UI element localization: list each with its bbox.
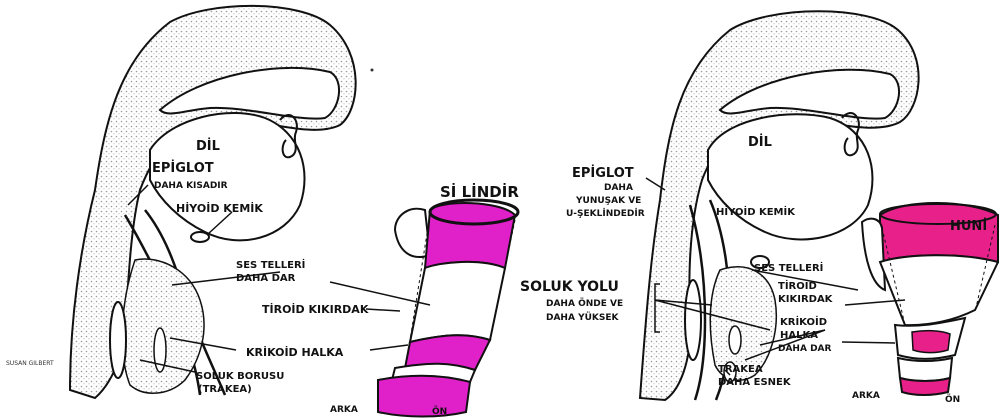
right-label-soluk: SOLUK YOLU bbox=[520, 279, 619, 295]
right-label-soluk-note-2: DAHA YÜKSEK bbox=[546, 312, 619, 323]
right-label-krikoid-1: KRİKOİD bbox=[780, 314, 827, 328]
left-label-epiglot-note: DAHA KISADIR bbox=[154, 181, 228, 191]
right-label-krikoid-2: HALKA bbox=[780, 330, 818, 341]
right-label-epiglot-note-1: DAHA bbox=[604, 183, 633, 193]
right-label-hiyoid: HİYOİD KEMİK bbox=[716, 204, 796, 218]
right-label-dil: DİL bbox=[748, 134, 772, 150]
left-label-krikoid: KRİKOİD HALKA bbox=[246, 345, 344, 359]
left-label-on: ÖN bbox=[432, 406, 447, 417]
right-head-illustration bbox=[640, 11, 919, 400]
right-label-soluk-note-1: DAHA ÖNDE VE bbox=[546, 298, 623, 309]
right-heading: HUNİ bbox=[950, 218, 987, 234]
right-label-epiglot-note-3: U-ŞEKLİNDEDİR bbox=[566, 208, 645, 219]
left-label-soluk: SOLUK BORUSU bbox=[196, 371, 284, 382]
left-credit: SUSAN GILBERT bbox=[6, 360, 54, 367]
left-label-epiglot: EPİGLOT bbox=[152, 160, 214, 176]
right-label-trakea-2: DAHA ESNEK bbox=[718, 377, 792, 388]
left-label-dil: DİL bbox=[196, 138, 220, 154]
right-label-on: ÖN bbox=[945, 394, 960, 405]
right-label-ses: SES TELLERİ bbox=[754, 260, 823, 274]
left-label-ses-note: DAHA DAR bbox=[236, 273, 296, 284]
right-label-arka: ARKA bbox=[852, 391, 880, 401]
left-heading: Sİ LİNDİR bbox=[440, 182, 519, 201]
left-label-ses: SES TELLERİ bbox=[236, 257, 305, 271]
ink-speck bbox=[371, 69, 374, 72]
left-label-soluk-note: (TRAKEA) bbox=[198, 384, 252, 395]
left-larynx-cylinder bbox=[378, 200, 518, 417]
right-label-epiglot-note-2: YUNUŞAK VE bbox=[575, 196, 641, 206]
left-label-arka: ARKA bbox=[330, 405, 358, 415]
left-label-hiyoid: HİYOİD KEMİK bbox=[176, 201, 263, 215]
right-label-tiroid-1: TİROİD bbox=[778, 278, 817, 292]
right-label-krikoid-3: DAHA DAR bbox=[778, 344, 832, 354]
left-label-tiroid: TİROİD KIKIRDAK bbox=[262, 302, 369, 316]
right-label-epiglot: EPİGLOT bbox=[572, 165, 634, 181]
right-label-tiroid-2: KIKIRDAK bbox=[778, 294, 834, 305]
right-label-trakea-1: TRAKEA bbox=[718, 364, 763, 375]
